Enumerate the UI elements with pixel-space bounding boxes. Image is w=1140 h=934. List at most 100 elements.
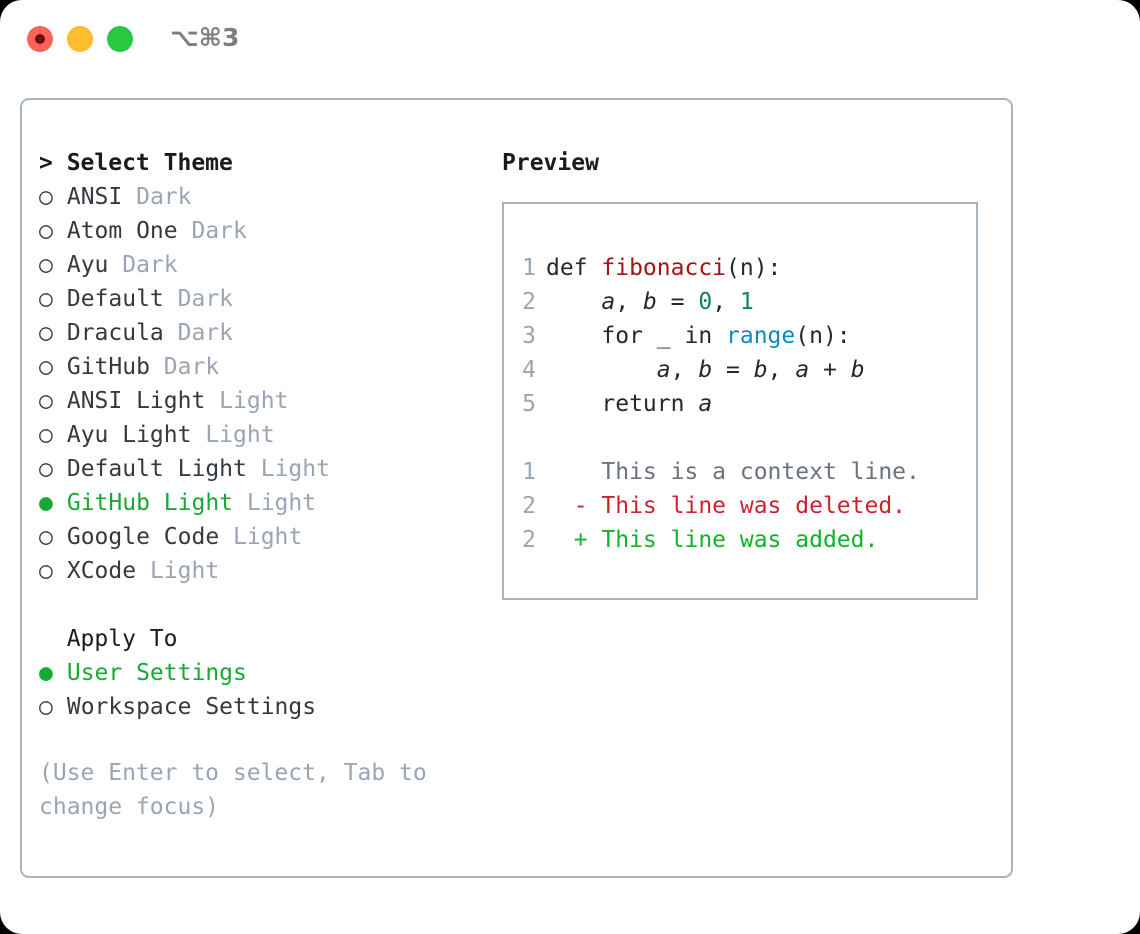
- theme-option-label: Atom One: [53, 218, 178, 244]
- diff-line-del: 2 - This line was deleted.: [522, 489, 920, 523]
- keyboard-hint-text: (Use Enter to select, Tab to change focu…: [39, 760, 427, 820]
- apply-to-option-user-settings[interactable]: ● User Settings: [39, 656, 479, 690]
- radio-unselected-icon: ○: [39, 286, 53, 312]
- line-number: 1: [522, 255, 536, 281]
- code-token-call: range: [726, 323, 796, 349]
- preview-header: Preview: [502, 150, 599, 176]
- diff-line-ctx: 1 This is a context line.: [522, 455, 920, 489]
- close-button[interactable]: [27, 26, 53, 52]
- theme-option-label: ANSI Light: [53, 388, 206, 414]
- theme-variant-label: Light: [191, 422, 275, 448]
- line-number: 4: [522, 357, 536, 383]
- code-token-plain: ,: [615, 289, 643, 315]
- line-number: 2: [522, 493, 536, 519]
- radio-selected-icon: ●: [39, 660, 53, 686]
- theme-option-ansi[interactable]: ○ ANSI Dark: [39, 180, 479, 214]
- maximize-button[interactable]: [107, 26, 133, 52]
- theme-variant-label: Dark: [163, 286, 234, 312]
- code-token-plain: def: [546, 255, 602, 281]
- code-token-plain: +: [809, 357, 851, 383]
- code-token-var: a: [656, 357, 671, 383]
- theme-option-github-light[interactable]: ● GitHub Light Light: [39, 486, 479, 520]
- theme-option-list[interactable]: ○ ANSI Dark○ Atom One Dark○ Ayu Dark○ De…: [39, 180, 479, 588]
- code-token-var: b: [850, 357, 865, 383]
- content-panel: > Select Theme ○ ANSI Dark○ Atom One Dar…: [20, 98, 1013, 878]
- theme-option-label: Default Light: [53, 456, 247, 482]
- select-theme-header: > Select Theme: [39, 150, 233, 176]
- theme-selection-column: > Select Theme ○ ANSI Dark○ Atom One Dar…: [39, 146, 479, 824]
- radio-unselected-icon: ○: [39, 558, 53, 584]
- code-token-num: 1: [739, 289, 754, 315]
- line-number: 3: [522, 323, 536, 349]
- theme-option-label: ANSI: [53, 184, 123, 210]
- diff-sign: +: [546, 527, 602, 553]
- code-token-var: b: [642, 289, 657, 315]
- theme-option-github[interactable]: ○ GitHub Dark: [39, 350, 479, 384]
- theme-option-label: GitHub: [53, 354, 150, 380]
- theme-option-xcode[interactable]: ○ XCode Light: [39, 554, 479, 588]
- code-token-plain: [546, 289, 601, 315]
- radio-unselected-icon: ○: [39, 184, 53, 210]
- diff-text: This line was added.: [601, 527, 879, 553]
- theme-option-default[interactable]: ○ Default Dark: [39, 282, 479, 316]
- theme-variant-label: Light: [205, 388, 289, 414]
- diff-text: This is a context line.: [601, 459, 920, 485]
- line-number: 1: [522, 459, 536, 485]
- theme-option-default-light[interactable]: ○ Default Light Light: [39, 452, 479, 486]
- apply-to-option-workspace-settings[interactable]: ○ Workspace Settings: [39, 690, 479, 724]
- theme-option-atom-one[interactable]: ○ Atom One Dark: [39, 214, 479, 248]
- code-token-var: a: [601, 289, 616, 315]
- apply-to-option-list[interactable]: ● User Settings○ Workspace Settings: [39, 656, 479, 724]
- traffic-lights: [27, 26, 133, 52]
- theme-option-label: Dracula: [53, 320, 164, 346]
- theme-option-ansi-light[interactable]: ○ ANSI Light Light: [39, 384, 479, 418]
- code-token-plain: (n):: [726, 255, 782, 281]
- code-token-plain: for _ in: [546, 323, 727, 349]
- diff-line-add: 2 + This line was added.: [522, 523, 920, 557]
- theme-option-label: Ayu: [53, 252, 109, 278]
- radio-unselected-icon: ○: [39, 422, 53, 448]
- theme-option-google-code[interactable]: ○ Google Code Light: [39, 520, 479, 554]
- theme-option-ayu[interactable]: ○ Ayu Dark: [39, 248, 479, 282]
- theme-variant-label: Light: [219, 524, 303, 550]
- radio-unselected-icon: ○: [39, 218, 53, 244]
- code-line: 3 for _ in range(n):: [522, 319, 920, 353]
- theme-variant-label: Dark: [177, 218, 247, 244]
- radio-unselected-icon: ○: [39, 694, 53, 720]
- apply-to-header: Apply To: [39, 626, 178, 652]
- radio-unselected-icon: ○: [39, 320, 53, 346]
- code-token-var: b: [698, 357, 713, 383]
- apply-to-option-label: User Settings: [53, 660, 247, 686]
- radio-unselected-icon: ○: [39, 456, 53, 482]
- code-token-plain: [546, 357, 657, 383]
- line-number: 5: [522, 391, 536, 417]
- theme-variant-label: Light: [233, 490, 317, 516]
- apply-to-option-label: Workspace Settings: [53, 694, 317, 720]
- theme-variant-label: Dark: [163, 320, 234, 346]
- theme-option-ayu-light[interactable]: ○ Ayu Light Light: [39, 418, 479, 452]
- theme-option-label: Ayu Light: [53, 422, 192, 448]
- theme-option-label: Google Code: [53, 524, 220, 550]
- radio-unselected-icon: ○: [39, 354, 53, 380]
- code-token-plain: ,: [670, 357, 699, 383]
- code-token-plain: return: [546, 391, 699, 417]
- code-line: 2 a, b = 0, 1: [522, 285, 920, 319]
- code-line: 4 a, b = b, a + b: [522, 353, 920, 387]
- code-token-plain: =: [712, 357, 754, 383]
- code-token-num: 0: [698, 289, 713, 315]
- theme-option-label: XCode: [53, 558, 137, 584]
- minimize-button[interactable]: [67, 26, 93, 52]
- code-token-plain: (n):: [795, 323, 851, 349]
- keyboard-shortcut-label: ⌥⌘3: [170, 23, 240, 52]
- theme-variant-label: Light: [246, 456, 330, 482]
- code-token-plain: ,: [767, 357, 796, 383]
- theme-option-dracula[interactable]: ○ Dracula Dark: [39, 316, 479, 350]
- code-token-plain: ,: [712, 289, 740, 315]
- code-token-var: a: [698, 391, 713, 417]
- radio-unselected-icon: ○: [39, 252, 53, 278]
